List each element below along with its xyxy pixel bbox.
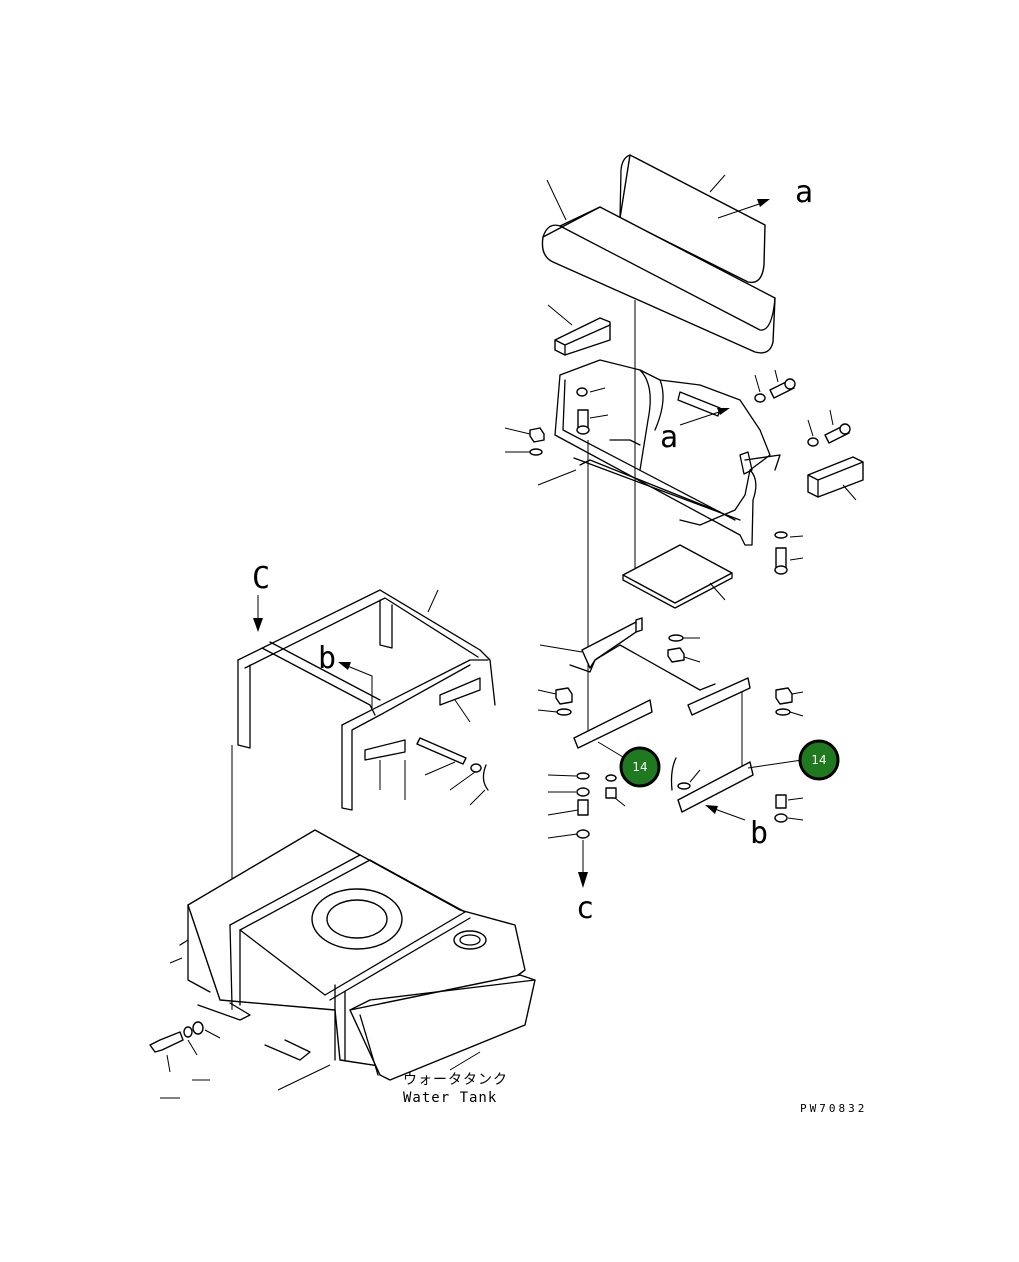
leader-line [709,582,726,601]
pad-right [807,456,864,498]
plate [622,544,733,609]
leader-line [711,807,746,821]
label-water-tank-jp: ウォータタンク [403,1072,508,1088]
nut-left-frame [529,427,545,456]
leader-line [789,557,804,561]
label-water-tank-en: Water Tank [403,1090,497,1106]
leader-line [277,1064,331,1091]
seat-cushion [541,206,776,354]
leader-line [537,709,558,713]
leader-line [787,817,804,821]
leader-line [807,419,814,437]
leader-line [829,409,834,426]
leader-line [547,774,577,777]
callout-14-left[interactable]: 14 [619,746,661,788]
leader-line [204,1029,221,1039]
leader-line [547,833,578,839]
leader-line [689,769,701,783]
bracket-left [569,617,701,691]
leader-line [169,957,183,964]
nut-washer-left-lower [555,687,573,716]
leader-line [449,1051,481,1071]
pin [416,737,482,773]
view-ref-c-bottom: c [576,891,594,926]
leader-line [427,589,439,613]
leader-line [754,374,761,393]
spring-pin [670,757,677,791]
view-ref-b-bottom: b [750,816,768,851]
leader-line [789,535,804,538]
drawing-code: PW70832 [800,1102,867,1115]
leader-line [842,484,857,501]
rail-lower-left [573,699,653,749]
tank-guard [349,974,536,1081]
tank-bracket [264,1039,311,1061]
arrow-head [717,408,730,415]
view-ref-a-frame: a [660,420,678,455]
view-ref-a-top: a [795,175,813,210]
filler-cap [453,930,487,950]
arrow-head [338,662,351,670]
leader-line [614,797,626,807]
leader-line [166,1054,171,1073]
cotter-pin [482,764,489,791]
leader-line [547,809,579,816]
washer-nut-plate [667,634,685,663]
arrow-head [253,618,263,632]
leader-line [504,427,531,435]
leader-line [537,689,557,695]
bolt-upper-right [754,378,796,403]
bolt-stack-left [576,772,617,839]
view-ref-b-frame: b [318,641,336,676]
view-ref-c-left: C [252,561,270,596]
leader-line [791,691,804,695]
bolt-tank [149,1021,204,1053]
arrow-head [578,872,588,888]
tank-bracket [197,1002,251,1021]
leader-line [717,201,766,219]
nut-washer-right [775,687,793,716]
rail-lower-right [677,761,754,813]
leader-line [424,761,456,776]
leader-line [537,469,577,486]
leader-line [344,664,373,708]
pad-left [554,317,611,356]
washer-small [677,782,691,790]
callout-14-right[interactable]: 14 [798,739,840,781]
leader-line [747,759,803,769]
leader-line [469,789,486,806]
leader-line [539,644,583,653]
leader-line [449,771,476,791]
bolt-seat-left [576,387,590,435]
callout-badge [798,739,840,781]
leader-line [679,409,726,426]
seat-frame [554,359,781,546]
leader-line [787,797,804,801]
seat-backrest [619,154,766,284]
roll-frame [237,589,496,811]
leader-line [774,369,779,383]
leader-line [187,1039,198,1056]
arrow-head [757,199,770,207]
leader-line [547,304,573,326]
leader-line [589,414,609,419]
leader-line [709,174,726,193]
callout-number: 14 [811,753,826,767]
leader-line [589,387,606,393]
bolt-frame-right-lower [774,531,788,575]
leader-line [546,179,567,221]
leader-line [454,699,471,723]
leader-line [789,711,804,717]
arrow-head [705,805,718,814]
bolt-stack-right [774,794,788,823]
rail-upper-right [687,677,751,716]
callout-badge [619,746,661,788]
callout-number: 14 [632,760,647,774]
leader-line [683,656,701,663]
bolt-lower-right [807,423,851,447]
